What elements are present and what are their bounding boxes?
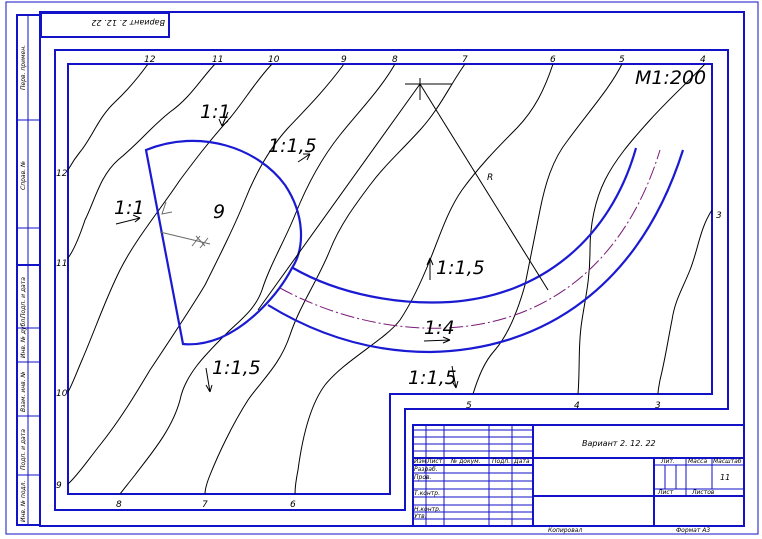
slope-label-1: 1:1	[200, 101, 231, 123]
tb-row-prov: Пров.	[414, 474, 432, 481]
title-block-frame	[412, 424, 745, 527]
side-strip: Перв. примен. Справ. № Подп. и дата Инв.…	[16, 14, 41, 526]
contour-lines	[67, 63, 713, 495]
slope-arrow-7	[451, 365, 459, 389]
axis-x-marker	[159, 231, 211, 245]
contour-label-top-7: 7	[462, 55, 468, 65]
plan-area-border	[67, 63, 713, 495]
tb-massa: Масса	[688, 458, 707, 465]
radius-construction: R	[257, 78, 549, 311]
contour-label-bottom-5: 5	[466, 401, 472, 411]
contour-7	[204, 63, 466, 495]
platform-outline	[144, 139, 303, 346]
title-block: Изм Лист № докум. Подп. Дата Разраб. Про…	[412, 424, 745, 534]
contour-4	[577, 63, 706, 395]
axis-y-marker	[161, 201, 173, 215]
contour-5	[472, 63, 623, 395]
side-sprav-no: Справ. №	[20, 161, 27, 190]
slope-arrow-1	[218, 111, 229, 127]
slope-label-2: 1:1,5	[268, 135, 317, 157]
side-podp-data-1: Подп. и дата	[20, 277, 27, 318]
tb-lit: Лит.	[660, 458, 675, 465]
contour-12	[67, 63, 149, 171]
contour-label-bottom-8: 8	[116, 500, 122, 510]
slope-label-7: 1:1,5	[408, 367, 457, 389]
cross-marker	[191, 235, 209, 249]
contour-label-left-10: 10	[56, 389, 68, 399]
tb-listov: Листов	[691, 489, 715, 496]
mirrored-title: Вариант 2. 12. 22	[91, 18, 165, 27]
contour-label-left-11: 11	[56, 259, 67, 269]
mirrored-title-box: Вариант 2. 12. 22	[40, 12, 170, 38]
tb-sheet-no: 11	[720, 473, 730, 482]
road-inner-edge	[292, 147, 638, 304]
slope-label-6: 1:1,5	[212, 357, 261, 379]
contour-label-top-9: 9	[341, 55, 347, 65]
radius-label: R	[487, 173, 493, 183]
slope-label-3: 1:1	[114, 197, 145, 219]
tb-row-utv: Утв.	[414, 513, 427, 520]
side-perv-primen: Перв. примен.	[20, 45, 27, 90]
plan-outer-border	[54, 49, 729, 511]
tb-title: Вариант 2. 12. 22	[582, 439, 656, 448]
curved-road	[267, 147, 685, 354]
slope-annotations: 1:1 1:1,5 1:1 1:1,5 1:4 1:1,5 1:1,5	[114, 101, 485, 393]
tb-row-razrab: Разраб.	[414, 466, 438, 473]
tb-masshtab: Масштаб	[713, 458, 742, 465]
contour-3	[657, 209, 713, 395]
tb-col-list: Лист	[426, 458, 443, 465]
tb-row-nkontr: Н.контр.	[414, 506, 441, 513]
contour-label-top-11: 11	[212, 55, 223, 65]
contour-label-top-6: 6	[550, 55, 556, 65]
slope-arrow-5	[423, 336, 451, 344]
contour-6	[294, 63, 554, 495]
contour-label-top-12: 12	[144, 55, 156, 65]
contour-label-top-4: 4	[700, 55, 706, 65]
inner-frame	[39, 11, 745, 527]
contour-labels: 12 11 10 9 8 7 6 5 4 12 11 10 9 3 8 7 6 …	[56, 55, 722, 510]
contour-label-bottom-3: 3	[655, 401, 661, 411]
contour-label-top-10: 10	[268, 55, 280, 65]
contour-label-left-9: 9	[56, 481, 62, 491]
tb-col-doc: № докум.	[450, 458, 481, 465]
radius-line	[419, 83, 549, 291]
tb-format: Формат А3	[676, 527, 710, 534]
tb-col-izm: Изм	[414, 458, 427, 465]
side-vzam-inv: Взам. инв. №	[20, 371, 27, 412]
slope-arrow-2	[297, 153, 311, 163]
platform: 9	[144, 139, 303, 346]
side-inv-dubl: Инв. № дубл.	[20, 317, 27, 358]
side-podp-data-2: Подп. и дата	[20, 429, 27, 470]
contour-label-bottom-6: 6	[290, 500, 296, 510]
slope-label-4: 1:1,5	[436, 257, 485, 279]
scale-label: М1:200	[635, 67, 706, 89]
contour-label-top-5: 5	[619, 55, 625, 65]
contour-9	[67, 63, 345, 485]
contour-8	[119, 63, 396, 495]
road-outer-edge	[267, 149, 685, 354]
slope-arrow-6	[205, 367, 213, 393]
slope-label-5: 1:4	[424, 317, 455, 339]
sheet-border	[5, 1, 759, 535]
tb-row-tkontr: Т.контр.	[414, 490, 440, 497]
platform-height-mark: 9	[213, 201, 225, 223]
contour-label-left-12: 12	[56, 169, 68, 179]
tb-copied: Копировал	[548, 527, 582, 534]
contour-label-top-8: 8	[392, 55, 398, 65]
slope-arrow-3	[115, 214, 141, 225]
side-inv-podl: Инв. № подл.	[20, 481, 27, 522]
contour-10	[67, 63, 273, 393]
contour-11	[67, 63, 216, 259]
slope-arrow-4	[426, 257, 434, 280]
contour-label-right-3: 3	[716, 211, 722, 221]
contour-label-bottom-4: 4	[574, 401, 580, 411]
contour-label-bottom-7: 7	[202, 500, 208, 510]
road-centerline	[279, 149, 661, 329]
tb-col-podp: Подп.	[492, 458, 510, 465]
tangent-line	[257, 83, 421, 311]
mirrored-title-frame	[40, 12, 170, 38]
tb-col-data: Дата	[513, 458, 530, 465]
tb-list: Лист	[657, 489, 674, 496]
